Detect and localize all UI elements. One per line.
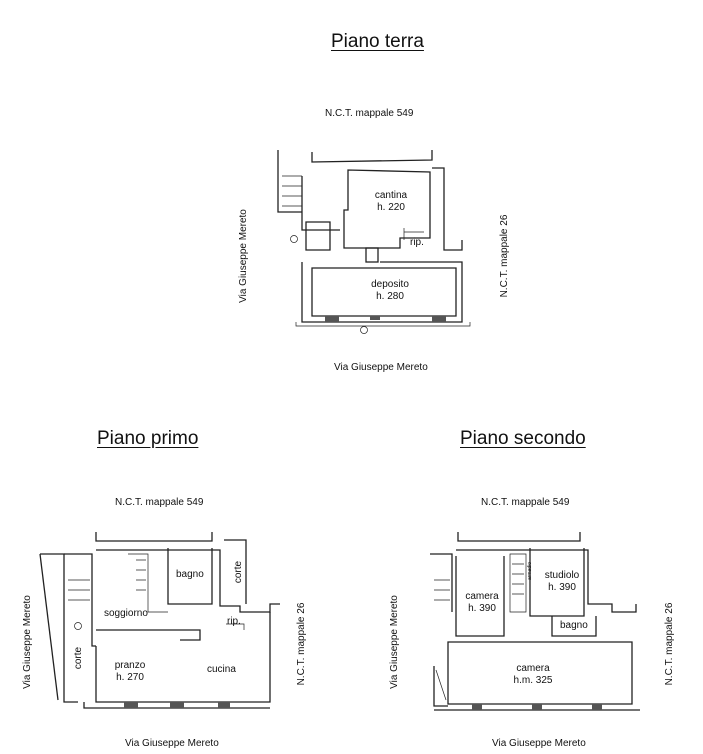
secondo-north-label: N.C.T. mappale 549 <box>481 497 570 508</box>
primo-east-label: N.C.T. mappale 26 <box>296 602 307 686</box>
terra-room-deposito: deposito h. 280 <box>362 279 418 303</box>
secondo-camera-a-name: camera <box>465 591 499 602</box>
secondo-east-label: N.C.T. mappale 26 <box>664 602 675 686</box>
piano-primo-title: Piano primo <box>97 428 199 449</box>
secondo-camera-b-height: h.m. 325 <box>513 675 553 686</box>
piano-secondo-title: Piano secondo <box>460 428 586 449</box>
secondo-west-label: Via Giuseppe Mereto <box>389 595 400 689</box>
terra-north-label: N.C.T. mappale 549 <box>325 108 414 119</box>
terra-room-cantina: cantina h. 220 <box>363 190 419 214</box>
secondo-room-camera-b: camera h.m. 325 <box>510 663 556 687</box>
piano-primo-plan <box>39 532 280 709</box>
secondo-studiolo-name: studiolo <box>544 570 580 581</box>
terra-deposito-height: h. 280 <box>376 291 404 302</box>
terra-west-label: Via Giuseppe Mereto <box>238 209 249 303</box>
piano-secondo-plan <box>430 532 640 711</box>
secondo-camera-a-height: h. 390 <box>468 603 496 614</box>
terra-south-label: Via Giuseppe Mereto <box>334 362 428 373</box>
terra-cantina-height: h. 220 <box>377 202 405 213</box>
primo-room-cucina: cucina <box>207 664 236 675</box>
primo-south-label: Via Giuseppe Mereto <box>125 738 219 749</box>
primo-pranzo-name: pranzo <box>114 660 146 671</box>
secondo-south-label: Via Giuseppe Mereto <box>492 738 586 749</box>
primo-room-soggiorno: soggiorno <box>104 608 148 619</box>
terra-east-label: N.C.T. mappale 26 <box>499 214 510 298</box>
primo-west-label: Via Giuseppe Mereto <box>22 595 33 689</box>
secondo-studiolo-height: h. 390 <box>548 582 576 593</box>
piano-terra-title: Piano terra <box>331 31 424 52</box>
terra-deposito-name: deposito <box>371 279 409 290</box>
secondo-room-studiolo: studiolo h. 390 <box>540 570 584 594</box>
primo-room-corte-a: corte <box>233 560 244 584</box>
secondo-room-bagno: bagno <box>560 620 588 631</box>
secondo-room-armadio: armadio <box>527 561 533 581</box>
piano-terra-plan <box>277 150 471 334</box>
primo-room-bagno: bagno <box>176 569 204 580</box>
secondo-camera-b-name: camera <box>516 663 550 674</box>
primo-room-pranzo: pranzo h. 270 <box>110 660 150 684</box>
primo-room-rip: rip. <box>227 616 241 627</box>
primo-north-label: N.C.T. mappale 549 <box>115 497 204 508</box>
secondo-room-camera-a: camera h. 390 <box>462 591 502 615</box>
terra-room-rip: rip. <box>410 237 424 248</box>
primo-room-corte-b: corte <box>73 646 84 670</box>
terra-cantina-name: cantina <box>374 190 408 201</box>
primo-pranzo-height: h. 270 <box>116 672 144 683</box>
